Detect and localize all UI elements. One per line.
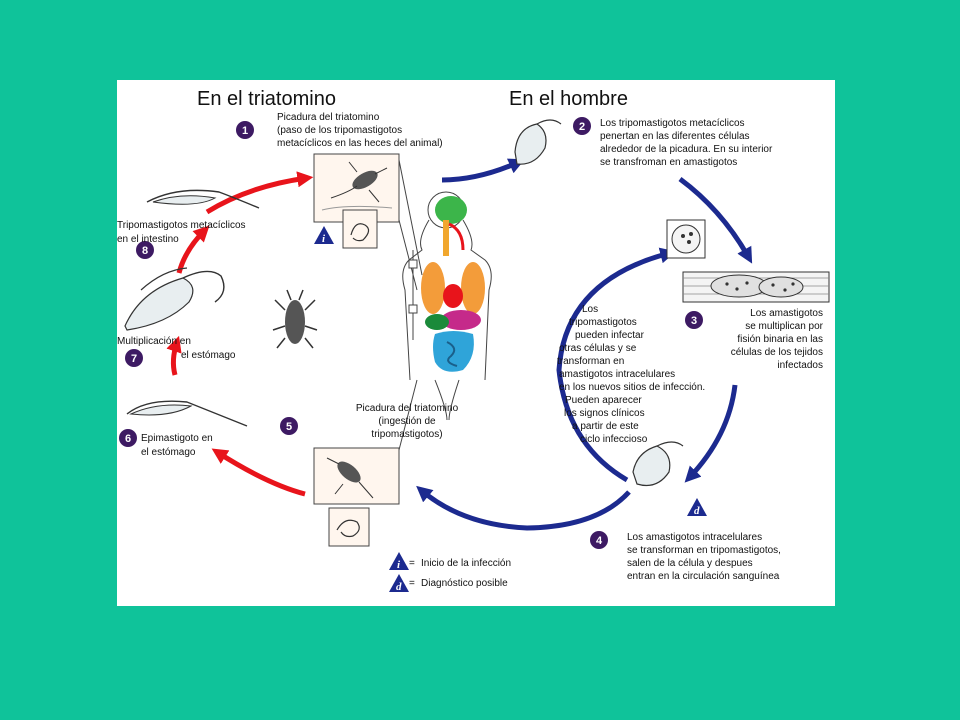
step-4-text-line: entran en la circulación sanguínea <box>627 571 780 582</box>
step-7-number: 7 <box>131 353 137 365</box>
step-2-text-line: se transfroman en amastigotos <box>600 157 737 168</box>
human-cycle-arrows <box>416 158 753 531</box>
step-7-text-line: Multiplicación en <box>117 336 191 347</box>
step-4-badge <box>590 531 608 549</box>
arrow-red-5-to-6 <box>211 448 306 497</box>
step-6-badge <box>119 429 137 447</box>
step-1-text-line: metacíclicos en las heces del animal) <box>277 138 443 149</box>
parasite-step4 <box>632 441 684 487</box>
step-3: 3 Los amastigotos se multiplican por fisión… <box>685 308 824 371</box>
step-3-text-line: Los amastigotos <box>750 308 823 319</box>
svg-text:i: i <box>397 559 401 571</box>
reinfection-note-line: ciclo infeccioso <box>580 434 648 445</box>
reinfection-note-line: pueden infectar <box>575 330 645 341</box>
svg-text:d: d <box>396 581 402 593</box>
step-6-text-line: Epimastigoto en <box>141 433 213 444</box>
svg-text:=: = <box>409 558 415 569</box>
svg-text:=: = <box>409 578 415 589</box>
step-3-badge <box>685 311 703 329</box>
step-2-text-line: penertan en las diferentes células <box>600 131 750 142</box>
step-5-text-line: (ingestión de <box>378 416 436 427</box>
step-4-number: 4 <box>596 535 603 547</box>
step-8-badge <box>136 241 154 259</box>
reinfection-note-line: amastigotos intracelulares <box>559 369 675 380</box>
arrow-blue-1-to-2 <box>441 158 525 183</box>
arrow-blue-2-to-3 <box>678 176 753 264</box>
step-2-text-line: alrededor de la picadura. En su interior <box>600 144 773 155</box>
step-4-text-line: Los amastigotos intracelulares <box>627 532 762 543</box>
triatomine-bug-illustration <box>272 289 318 349</box>
infected-cells-illustration <box>666 219 830 303</box>
heading-human: En el hombre <box>509 88 628 110</box>
step-3-text-line: células de los tejidos <box>731 347 823 358</box>
step-5-number: 5 <box>286 421 292 433</box>
life-cycle-diagram: En el triatomino En el hombre <box>117 88 830 593</box>
step-5-text-line: Picadura del triatomino <box>356 403 459 414</box>
step-6-text-line: el estómago <box>141 447 196 458</box>
arrow-red-8-to-1 <box>205 171 314 215</box>
parasite-step7 <box>124 267 225 331</box>
reinfection-note: Los tripomastigotos pueden infectar otras c… <box>557 304 705 445</box>
step-7: 7 Multiplicación en el estómago <box>117 336 236 367</box>
reinfection-note-line: transforman en <box>557 356 624 367</box>
step-2-number: 2 <box>579 121 585 133</box>
step1-bite-illustration <box>313 153 423 291</box>
step-3-number: 3 <box>691 315 697 327</box>
step-5: 5 Picadura del triatomino (ingestión de tri… <box>280 403 459 440</box>
svg-text:Diagnóstico posible: Diagnóstico posible <box>421 578 508 589</box>
parasite-step8 <box>146 189 260 209</box>
step-3-text-line: se multiplican por <box>745 321 823 332</box>
step-6: 6 Epimastigoto en el estómago <box>119 429 213 458</box>
arrow-blue-3-to-4 <box>684 384 738 483</box>
reinfection-note-line: en los nuevos sitios de infección. <box>559 382 705 393</box>
reinfection-note-line: Pueden aparecer <box>565 395 642 406</box>
reinfection-note-line: a partir de este <box>572 421 639 432</box>
step-2: 2 Los tripomastigotos metacíclicos penerta… <box>573 117 773 168</box>
human-body-illustration <box>402 191 492 421</box>
arrow-blue-reinfection <box>556 247 677 483</box>
diagram-panel: En el triatomino En el hombre <box>117 80 835 606</box>
step-1: 1 Picadura del triatomino (paso de los tri… <box>236 112 443 149</box>
step-8-text-line: Tripomastigotos metacíclicos <box>117 220 246 231</box>
step-1-text-line: Picadura del triatomino <box>277 112 380 123</box>
reinfection-note-line: los signos clínicos <box>564 408 645 419</box>
step-5-text-line: tripomastigotos) <box>371 429 442 440</box>
legend: i = Inicio de la infección d = Diagnósti… <box>389 552 511 593</box>
step-8-number: 8 <box>142 245 148 257</box>
legend-item-infection: i = Inicio de la infección <box>389 552 511 571</box>
step-7-text-line: el estómago <box>181 350 236 361</box>
step-1-number: 1 <box>242 125 248 137</box>
step-4-text-line: salen de la célula y despues <box>627 558 753 569</box>
step-6-number: 6 <box>125 433 131 445</box>
step-8: 8 Tripomastigotos metacíclicos en el intes… <box>117 220 246 259</box>
parasite-step2 <box>514 119 562 165</box>
step-2-badge <box>573 117 591 135</box>
diagnosis-marker: d <box>687 498 707 517</box>
svg-text:Inicio de la infección: Inicio de la infección <box>421 558 511 569</box>
svg-text:i: i <box>322 233 326 245</box>
infection-marker: i <box>314 226 334 245</box>
step-1-badge <box>236 121 254 139</box>
parasite-step6 <box>126 400 248 427</box>
step-5-badge <box>280 417 298 435</box>
step5-bite-illustration <box>313 379 418 547</box>
step-3-text-line: fisión binaria en las <box>737 334 823 345</box>
step-8-text-line: en el intestino <box>117 234 179 245</box>
legend-item-diagnosis: d = Diagnóstico posible <box>389 574 508 593</box>
svg-text:d: d <box>694 505 700 517</box>
step-4-text-line: se transforman en tripomastigotos, <box>627 545 781 556</box>
arrow-red-7-to-8 <box>176 225 210 274</box>
reinfection-note-line: tripomastigotos <box>569 317 637 328</box>
arrow-blue-4-to-5 <box>416 485 631 531</box>
reinfection-note-line: otras células y se <box>559 343 637 354</box>
heading-triatomine: En el triatomino <box>197 88 336 110</box>
step-7-badge <box>125 349 143 367</box>
reinfection-note-line: Los <box>582 304 598 315</box>
step-2-text-line: Los tripomastigotos metacíclicos <box>600 118 745 129</box>
step-4: 4 Los amastigotos intracelulares se transf… <box>590 531 781 582</box>
step-1-text-line: (paso de los tripomastigotos <box>277 125 402 136</box>
step-3-text-line: infectados <box>777 360 823 371</box>
arrow-red-6-to-7 <box>166 335 182 376</box>
